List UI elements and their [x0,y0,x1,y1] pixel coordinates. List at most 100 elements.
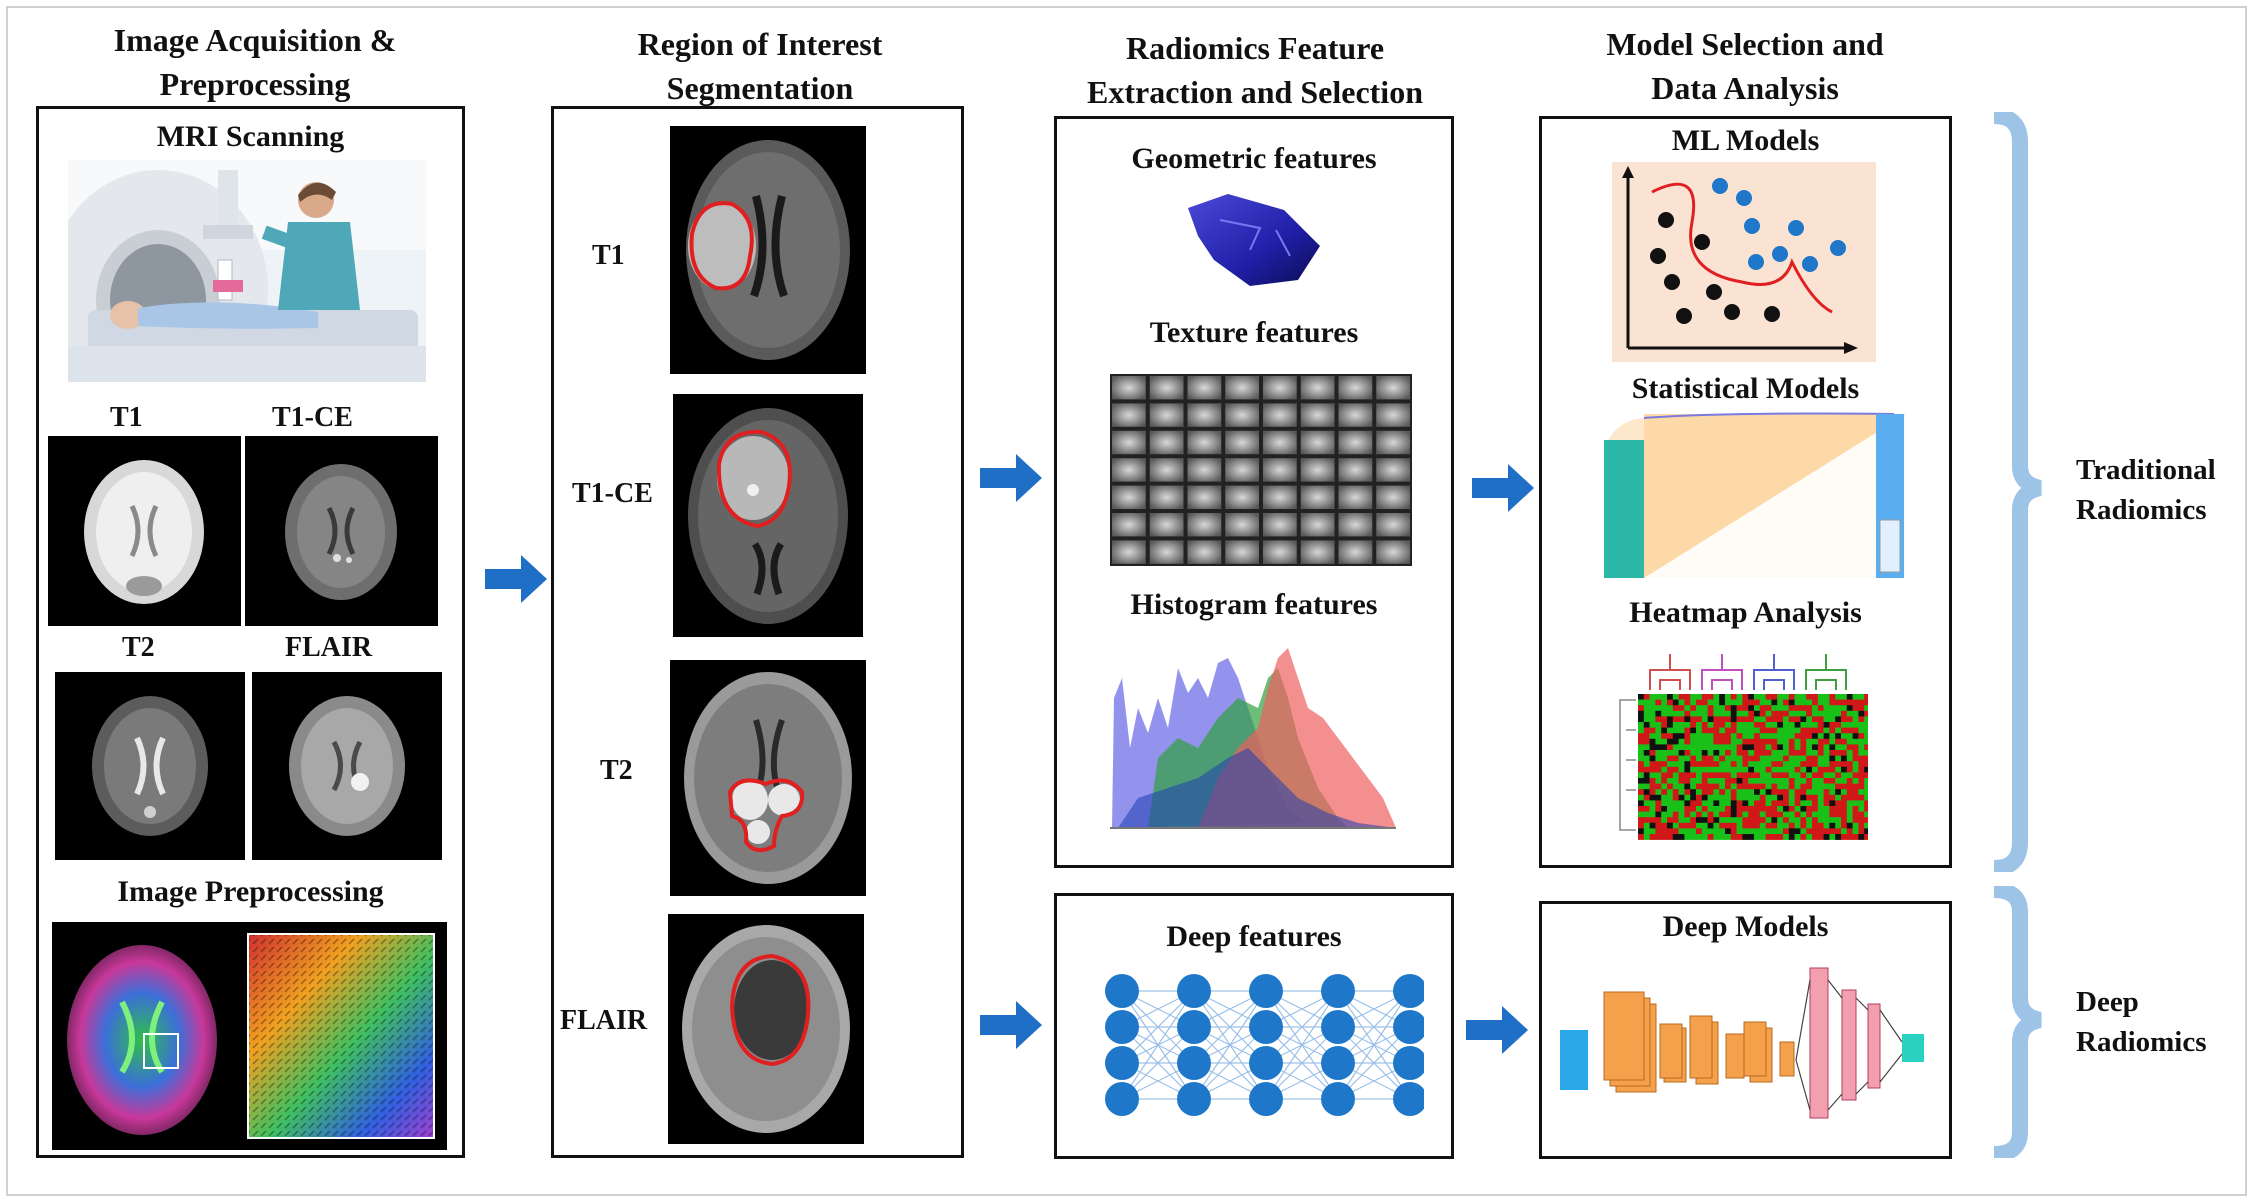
heatmap-cell [1690,778,1697,784]
heatmap-cell [1823,699,1830,706]
heatmap-cell [1800,834,1807,840]
heatmap-cell [1771,794,1778,801]
heatmap-cell [1823,716,1830,723]
heatmap-cell [1661,834,1668,840]
heatmap-cell [1812,710,1819,717]
heatmap-cell [1696,834,1703,840]
heatmap-cell [1719,761,1726,768]
heatmap-cell [1736,811,1743,818]
heatmap-cell [1742,699,1749,706]
heatmap-cell [1690,817,1697,824]
heatmap-cell [1806,705,1813,712]
heatmap-cell [1777,783,1784,790]
heatmap-cell [1754,828,1761,835]
heatmap-cell [1725,705,1732,712]
heatmap-cell [1736,755,1743,762]
heatmap-cell [1777,710,1784,717]
heatmap-cell [1730,750,1737,756]
heatmap-cell [1864,705,1868,712]
heatmap-cell [1725,817,1732,824]
heatmap-cell [1748,811,1755,818]
heatmap-cell [1812,727,1819,734]
heatmap-cell [1742,716,1749,723]
heatmap-cell [1765,778,1772,784]
heatmap-cell [1748,694,1755,700]
heatmap-cell [1748,828,1755,835]
heatmap-cell [1701,766,1708,773]
heatmap-cell [1765,789,1772,796]
heatmap-cell [1701,778,1708,784]
preprocessing-dti-image [52,922,447,1150]
heatmap-cell [1736,800,1743,807]
heatmap-cell [1812,794,1819,801]
heatmap-cell [1846,817,1853,824]
heatmap-cell [1667,772,1674,779]
heatmap-cell [1864,800,1868,807]
heatmap-cell [1794,744,1801,751]
heatmap-cell [1812,716,1819,723]
nn-node [1105,1010,1139,1044]
heatmap-cell [1667,694,1674,700]
heatmap-cell [1788,716,1795,723]
heatmap-cell [1800,727,1807,734]
heatmap-cell [1841,783,1848,790]
heatmap-cell [1817,733,1824,740]
heatmap-cell [1794,822,1801,829]
heatmap-cell [1719,766,1726,773]
heatmap-cell [1817,800,1824,807]
heatmap-cell [1835,772,1842,779]
heatmap-cell [1794,828,1801,835]
heatmap-cell [1707,811,1714,818]
heatmap-cell [1765,727,1772,734]
heatmap-cell [1638,806,1645,812]
heatmap-cell [1829,761,1836,768]
heatmap-cell [1864,778,1868,784]
heatmap-cell [1696,716,1703,723]
t1-label: T1 [110,402,143,433]
heatmap-cell [1835,738,1842,745]
heatmap-cell [1846,834,1853,840]
heatmap-cell [1794,834,1801,840]
heatmap-cell [1678,794,1685,801]
heatmap-cell [1841,744,1848,751]
heatmap-cell [1759,794,1766,801]
heatmap-cell [1783,716,1790,723]
heatmap-cell [1800,822,1807,829]
heatmap-cell [1719,817,1726,824]
heatmap-cell [1759,789,1766,796]
heatmap-cell [1684,716,1691,723]
heatmap-cell [1748,699,1755,706]
heatmap-cell [1661,755,1668,762]
heatmap-cell [1643,828,1650,835]
heatmap-cell [1678,710,1685,717]
heatmap-cell [1812,705,1819,712]
heatmap-cell [1690,811,1697,818]
heatmap-cell [1765,705,1772,712]
traditional-radiomics-label: Traditional Radiomics [2076,450,2216,530]
heatmap-cell [1696,822,1703,829]
heatmap-cell [1696,744,1703,751]
heatmap-cell [1707,822,1714,829]
heatmap-cell [1725,834,1732,840]
heatmap-cell [1788,800,1795,807]
heatmap-cell [1835,794,1842,801]
heatmap-cell [1725,710,1732,717]
heatmap-cell [1707,794,1714,801]
heatmap-cell [1638,766,1645,773]
heatmap-cell [1730,694,1737,700]
heatmap-cell [1812,766,1819,773]
heatmap-cell [1817,772,1824,779]
heatmap-cell [1794,800,1801,807]
heatmap-cell [1835,789,1842,796]
heatmap-cell [1754,794,1761,801]
heatmap-cell [1638,783,1645,790]
heatmap-cell [1719,783,1726,790]
heatmap-cell [1765,722,1772,728]
heatmap-cell [1725,755,1732,762]
heatmap-cell [1661,817,1668,824]
heatmap-cell [1655,705,1662,712]
heatmap-cell [1788,722,1795,728]
heatmap-cell [1783,822,1790,829]
heatmap-cell [1719,794,1726,801]
heatmap-cell [1707,710,1714,717]
